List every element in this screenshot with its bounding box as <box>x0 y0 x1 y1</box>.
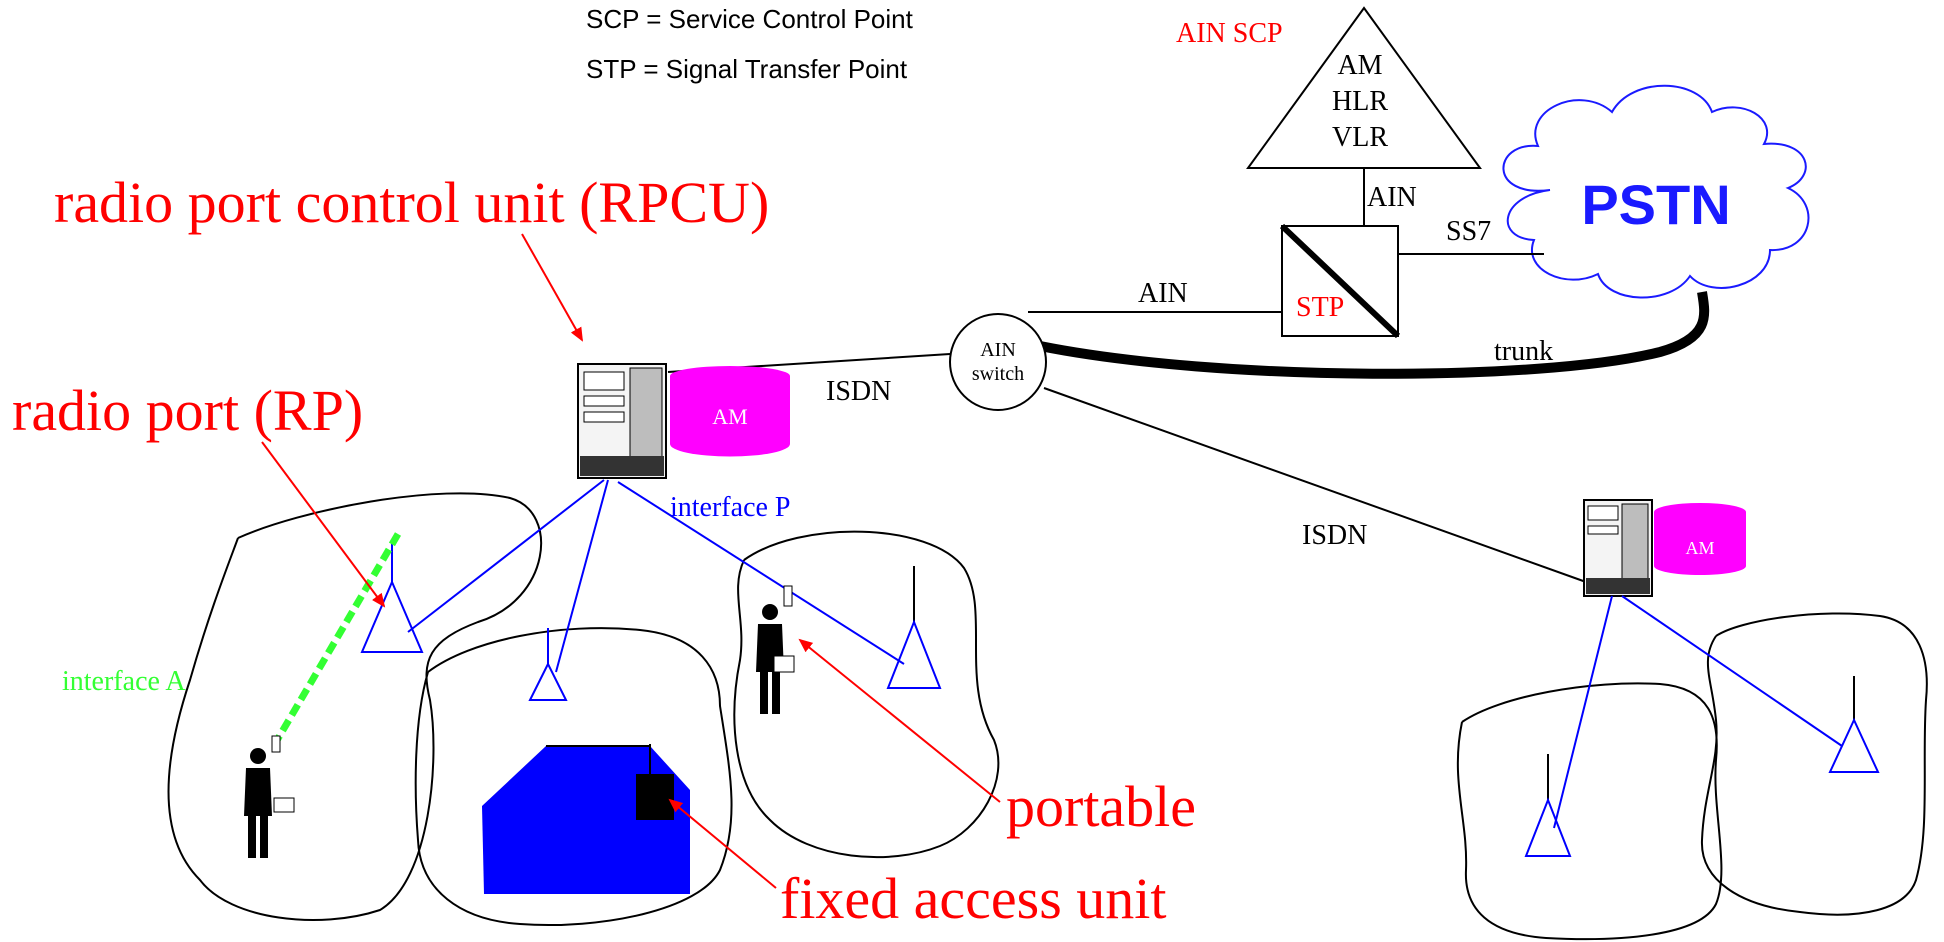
ain-switch: AIN switch <box>949 313 1047 411</box>
switch-line2: switch <box>972 363 1024 385</box>
am-cylinder-body-2 <box>1654 512 1746 575</box>
person-woman <box>756 585 795 714</box>
am-cylinder-top-2 <box>1654 503 1746 521</box>
ifp-link-4 <box>1553 595 1613 829</box>
arrow-rpcu <box>521 233 583 342</box>
arrow-portable <box>798 638 1001 803</box>
label-isdn-1: ISDN <box>826 376 891 407</box>
rpcu-server-2 <box>1583 499 1653 597</box>
am-label-1: AM <box>712 404 747 429</box>
antenna-triangle-4 <box>1828 717 1880 773</box>
trunk-line <box>1039 291 1710 379</box>
label-scp-stp: AIN <box>1367 182 1417 213</box>
callout-rp: radio port (RP) <box>12 378 363 443</box>
radio-port-4 <box>1828 676 1880 773</box>
scp-line-hlr: HLR <box>1332 86 1388 117</box>
radio-port-1 <box>360 540 424 653</box>
ifp-link-5 <box>1621 595 1843 747</box>
radio-port-2 <box>528 628 568 701</box>
antenna-triangle-1 <box>360 579 424 653</box>
scp-node: AIN SCP AM HLR VLR <box>1176 6 1482 169</box>
scp-line-vlr: VLR <box>1332 122 1388 153</box>
stp-node: STP <box>1279 223 1401 339</box>
pstn-label: PSTN <box>1581 173 1730 236</box>
ifp-link-2 <box>555 479 609 673</box>
cell-left <box>167 492 543 921</box>
am-cylinder-top <box>670 366 790 386</box>
am-database-2: AM <box>1654 503 1746 575</box>
antenna-triangle-2 <box>528 661 568 701</box>
am-cylinder-body <box>670 376 790 457</box>
label-switch-stp: AIN <box>1138 278 1188 309</box>
rpcu-server-1 <box>577 363 667 479</box>
ifp-link-3 <box>617 481 905 665</box>
cell-center <box>414 627 733 927</box>
label-trunk: trunk <box>1494 336 1553 367</box>
cell-far-left <box>1456 682 1723 941</box>
am-database-1: AM <box>670 366 790 457</box>
callout-fau: fixed access unit <box>780 866 1167 931</box>
antenna-triangle-3 <box>886 619 942 689</box>
link-switch-rpcu2 <box>1043 387 1587 583</box>
arrow-fau <box>668 798 777 889</box>
callout-portable: portable <box>1006 774 1196 839</box>
radio-port-3 <box>886 566 942 689</box>
interface-a-link <box>272 532 402 744</box>
label-ss7: SS7 <box>1446 216 1491 247</box>
pstn-cloud: PSTN <box>1502 84 1810 299</box>
ifp-link-1 <box>407 479 605 633</box>
antenna-triangle-5 <box>1524 797 1572 857</box>
fixed-access-unit-box <box>636 774 674 820</box>
radio-port-5 <box>1524 754 1572 857</box>
interface-a-label: interface A <box>62 666 186 697</box>
legend-scp: SCP = Service Control Point <box>586 4 914 34</box>
stp-diagonal <box>1279 223 1401 339</box>
house <box>482 744 690 894</box>
callout-rpcu: radio port control unit (RPCU) <box>54 170 769 235</box>
scp-line-am: AM <box>1337 50 1382 81</box>
person-businessman <box>244 735 295 858</box>
legend-stp: STP = Signal Transfer Point <box>586 54 908 84</box>
cell-right-mid <box>733 530 1000 859</box>
switch-circle <box>949 313 1047 411</box>
stp-label: STP <box>1296 292 1344 323</box>
label-isdn-2: ISDN <box>1302 520 1367 551</box>
cloud-outline <box>1502 84 1810 299</box>
am-label-2: AM <box>1685 538 1714 558</box>
interface-p-label: interface P <box>670 492 791 523</box>
cell-far-right <box>1700 612 1928 916</box>
arrow-rp <box>261 441 386 608</box>
switch-line1: AIN <box>980 339 1016 361</box>
scp-title: AIN SCP <box>1176 18 1283 49</box>
